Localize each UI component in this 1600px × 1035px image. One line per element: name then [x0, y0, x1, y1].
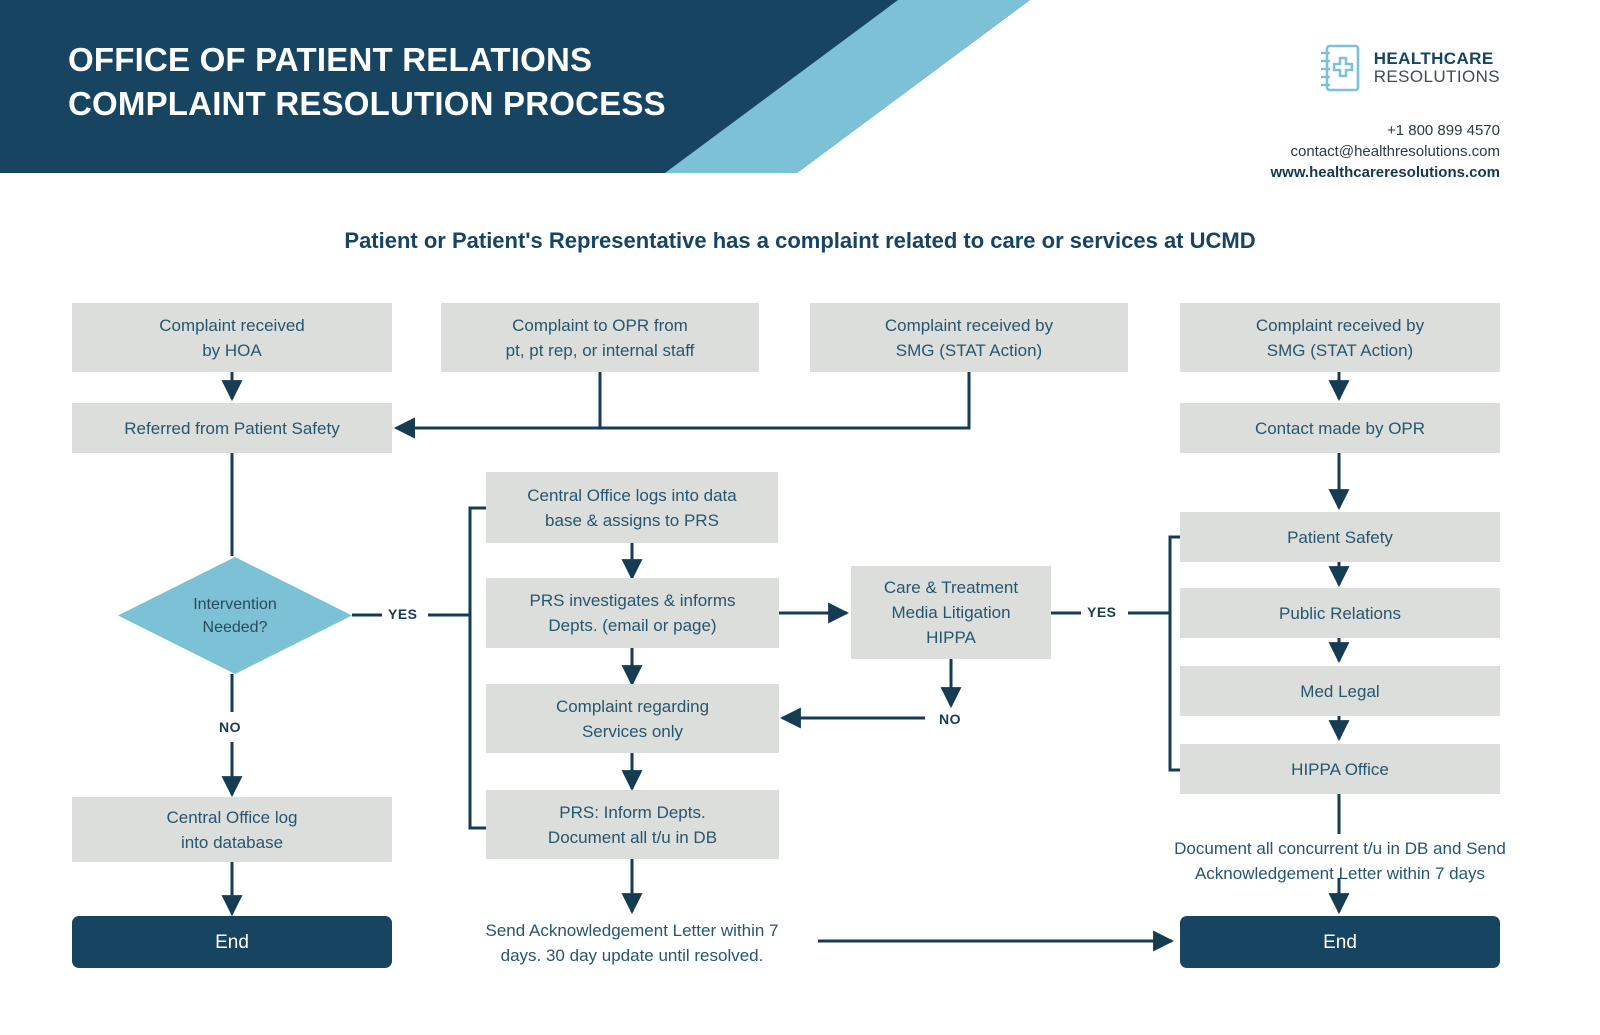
edge-label-no-left: NO — [219, 719, 241, 735]
node-end-right[interactable]: End — [1180, 916, 1500, 968]
node-prs-inform-depts[interactable]: PRS: Inform Depts.Document all t/u in DB — [486, 790, 779, 859]
contact-email: contact@healthresolutions.com — [1290, 143, 1500, 160]
edge-label-no-right: NO — [939, 711, 961, 727]
contact-phone: +1 800 899 4570 — [1386, 122, 1500, 139]
page-title: OFFICE OF PATIENT RELATIONS COMPLAINT RE… — [68, 38, 788, 126]
contact-block: +1 800 899 4570 contact@healthresolution… — [1270, 120, 1500, 183]
note-ack-letter-right: Document all concurrent t/u in DB and Se… — [1174, 839, 1506, 883]
edge-label-yes-right: YES — [1087, 604, 1117, 620]
medical-book-cross-icon — [1320, 44, 1360, 92]
node-med-legal[interactable]: Med Legal — [1180, 666, 1500, 716]
page-title-line2: COMPLAINT RESOLUTION PROCESS — [68, 85, 666, 122]
node-patient-safety[interactable]: Patient Safety — [1180, 512, 1500, 562]
node-public-relations[interactable]: Public Relations — [1180, 588, 1500, 638]
brand-name-line2: RESOLUTIONS — [1373, 67, 1500, 86]
node-end-left[interactable]: End — [72, 916, 392, 968]
brand-name: HEALTHCARE RESOLUTIONS — [1373, 48, 1500, 87]
node-hippa-office[interactable]: HIPPA Office — [1180, 744, 1500, 794]
brand-logo: HEALTHCARE RESOLUTIONS — [1318, 44, 1500, 92]
contact-website: www.healthcareresolutions.com — [1270, 164, 1500, 181]
flow-subtitle: Patient or Patient's Representative has … — [344, 228, 1256, 253]
edge-label-yes-left: YES — [388, 606, 418, 622]
page-title-line1: OFFICE OF PATIENT RELATIONS — [68, 41, 593, 78]
node-contact-made-by-opr[interactable]: Contact made by OPR — [1180, 403, 1500, 453]
brand-name-line1: HEALTHCARE — [1373, 48, 1494, 68]
node-referred-from-patient-safety[interactable]: Referred from Patient Safety — [72, 403, 392, 453]
